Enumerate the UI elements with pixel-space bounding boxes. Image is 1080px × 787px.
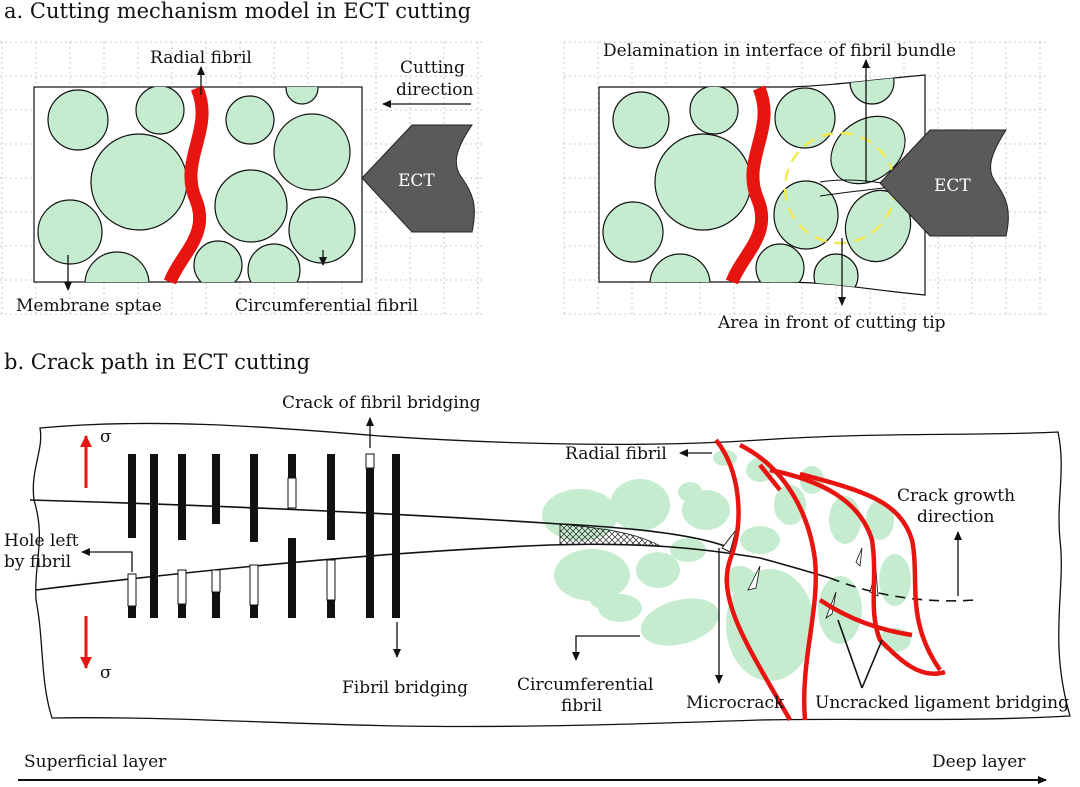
label-crack-growth-2: direction xyxy=(917,507,995,527)
label-uncracked: Uncracked ligament bridging xyxy=(815,693,1069,713)
label-radial-fibril-b: Radial fibril xyxy=(565,444,667,464)
label-membrane: Membrane sptae xyxy=(16,296,162,316)
sigma-bottom: σ xyxy=(100,663,112,683)
label-circumferential-b-1: Circumferential xyxy=(517,675,654,695)
label-crack-fibril-bridging: Crack of fibril bridging xyxy=(282,393,481,413)
ect-tool-right xyxy=(879,129,1009,237)
label-deep: Deep layer xyxy=(932,752,1026,772)
radial-fibril-network xyxy=(714,438,946,722)
crack-path xyxy=(29,499,976,620)
right-material-block xyxy=(598,74,926,296)
label-crack-growth-1: Crack growth xyxy=(897,486,1015,506)
label-delamination: Delamination in interface of fibril bund… xyxy=(603,41,956,61)
label-radial-fibril-a: Radial fibril xyxy=(150,48,252,68)
label-microcrack: Microcrack xyxy=(686,693,785,713)
label-circumferential-b-2: fibril xyxy=(561,696,602,716)
ect-tool-left xyxy=(361,124,475,233)
tool-label-left: ECT xyxy=(398,171,435,191)
sigma-top: σ xyxy=(100,427,112,447)
label-hole-2: by fibril xyxy=(4,552,71,572)
circumferential-fibril-cluster xyxy=(542,450,911,681)
label-hole-1: Hole left xyxy=(4,531,79,551)
label-cutting-direction-2: direction xyxy=(396,80,474,100)
label-fibril-bridging: Fibril bridging xyxy=(342,678,468,698)
panel-b-title: b. Crack path in ECT cutting xyxy=(4,350,310,374)
left-material-block xyxy=(33,85,363,285)
panel-a-title: a. Cutting mechanism model in ECT cuttin… xyxy=(4,0,471,23)
label-superficial: Superficial layer xyxy=(24,752,167,772)
tool-label-right: ECT xyxy=(934,176,971,196)
fibril-holes xyxy=(127,453,375,607)
label-cutting-direction-1: Cutting xyxy=(400,58,465,78)
label-area-front: Area in front of cutting tip xyxy=(717,313,946,333)
label-circumferential-a: Circumferential fibril xyxy=(235,296,418,316)
